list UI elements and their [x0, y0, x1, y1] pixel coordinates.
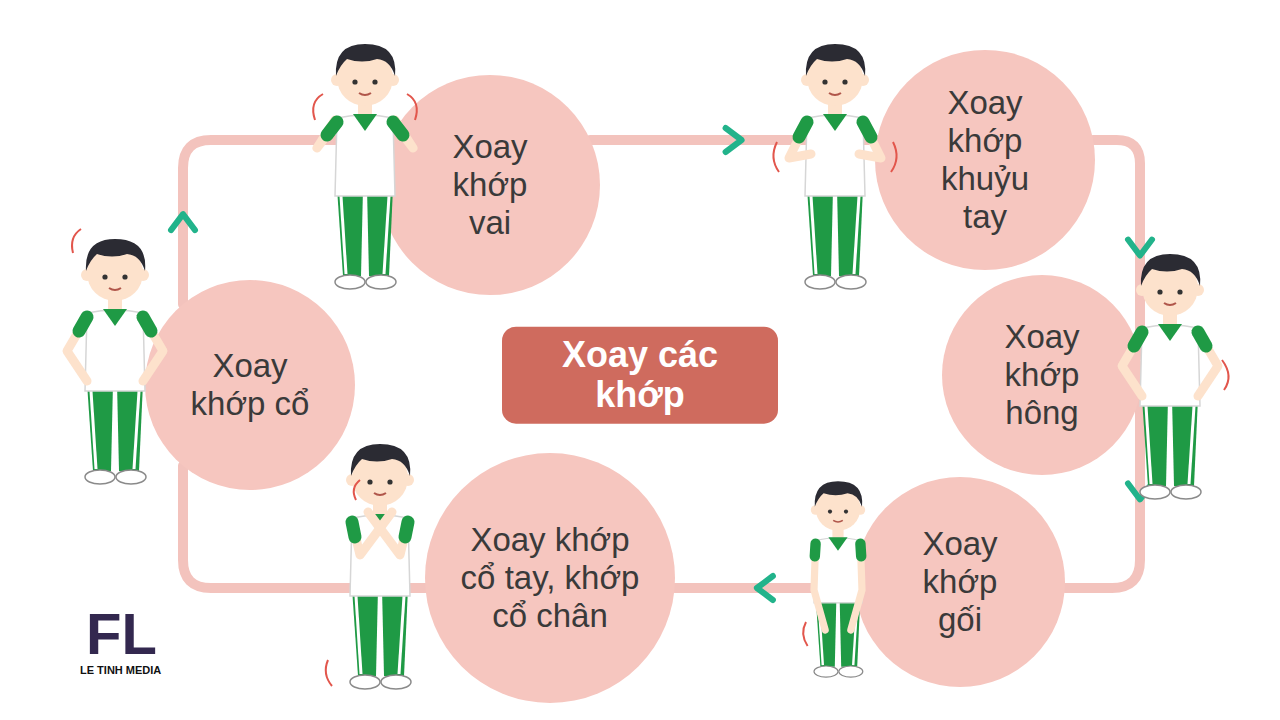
title-text: Xoay các khớp [530, 335, 750, 416]
arrow-chevron [726, 128, 742, 152]
sleeve [799, 122, 807, 137]
joint-label: Xoay khớp cổ tay, khớp cổ chân [450, 521, 650, 635]
circle-fill [380, 75, 600, 295]
joint-circle: Xoay khớp cổ tay, khớp cổ chân [425, 453, 675, 703]
circle-fill [145, 280, 355, 490]
rotate-arrow [72, 229, 81, 253]
sleeve [327, 122, 337, 135]
node-text-box: Xoay khớp vai [430, 128, 550, 242]
arm [317, 120, 337, 148]
rotate-arrow [407, 94, 417, 120]
node-text-box: Xoay khớp khuỷu tay [925, 84, 1045, 236]
circle-fill [875, 50, 1095, 270]
arrow-chevron [1128, 483, 1152, 499]
node-text-box: Xoay khớp gối [900, 525, 1020, 639]
arm [143, 317, 163, 381]
circle-fill [425, 453, 675, 703]
boy-body [1136, 254, 1204, 499]
boy-body [801, 44, 869, 289]
joint-circle: Xoay khớp khuỷu tay [875, 50, 1095, 270]
joint-label: Xoay khớp hông [982, 318, 1102, 432]
rotate-arrow [354, 480, 360, 500]
flow-connector [171, 140, 390, 304]
arrow-chevron [757, 576, 773, 600]
joint-circle: Xoay khớp hông [942, 275, 1142, 475]
connector-line [183, 140, 390, 304]
boy-figure [326, 444, 414, 689]
circle-fill [855, 477, 1065, 687]
rotate-arrow [773, 142, 779, 172]
sleeve [393, 122, 403, 135]
arm [859, 122, 881, 158]
arm [67, 317, 87, 381]
node-text-box: Xoay khớp cổ tay, khớp cổ chân [450, 521, 650, 635]
arm [393, 120, 413, 148]
boy-figure [803, 481, 865, 677]
arrow-chevron [1128, 240, 1152, 256]
joint-label: Xoay khớp gối [900, 525, 1020, 639]
arm [352, 512, 392, 555]
watermark: LE TINH MEDIA [80, 664, 161, 676]
sleeve [810, 544, 821, 557]
logo-mark: FL [86, 600, 157, 667]
boy-body [331, 44, 399, 289]
arm [851, 544, 862, 630]
sleeve [79, 317, 87, 331]
boy-body [346, 444, 414, 689]
sleeve [863, 122, 871, 137]
rotate-arrow [313, 94, 323, 120]
joint-label: Xoay khớp vai [430, 128, 550, 242]
boy-figure [773, 44, 896, 289]
arm [789, 122, 811, 158]
sleeve [143, 317, 151, 331]
arm [368, 512, 408, 555]
boy-body [81, 239, 149, 484]
arrow-chevron [171, 214, 195, 230]
node-text-box: Xoay khớp cổ [190, 347, 310, 423]
sleeve [352, 522, 355, 537]
title-box: Xoay các khớp [502, 327, 778, 424]
joint-circle: Xoay khớp vai [380, 75, 600, 295]
rotate-arrow [1222, 360, 1229, 390]
boy-figure [313, 44, 417, 289]
sleeve [405, 522, 408, 537]
arm [1198, 332, 1218, 396]
sleeve [855, 544, 866, 557]
node-text-box: Xoay khớp hông [982, 318, 1102, 432]
arm [1122, 332, 1142, 396]
arm [814, 544, 825, 630]
joint-circle: Xoay khớp cổ [145, 280, 355, 490]
circle-fill [942, 275, 1142, 475]
boy-figure [1122, 254, 1229, 499]
joint-label: Xoay khớp khuỷu tay [925, 84, 1045, 236]
rotate-arrow [326, 660, 332, 686]
sleeve [1198, 332, 1206, 346]
rotate-arrow [891, 142, 897, 172]
boy-figure [67, 229, 163, 484]
joint-circle: Xoay khớp gối [855, 477, 1065, 687]
boy-body [811, 481, 865, 677]
joint-label: Xoay khớp cổ [190, 347, 310, 423]
rotate-arrow [803, 622, 807, 646]
flow-connector [675, 576, 856, 600]
sleeve [1134, 332, 1142, 346]
flow-connector [590, 128, 876, 152]
